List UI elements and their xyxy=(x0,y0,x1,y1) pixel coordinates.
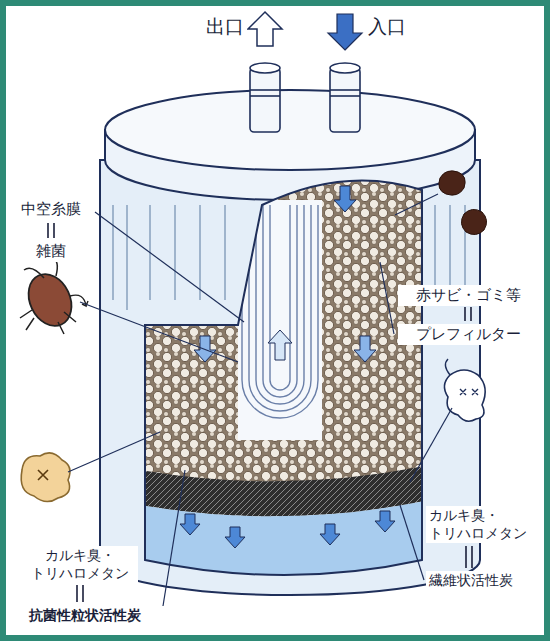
body-ribs xyxy=(126,205,128,310)
water-arrows xyxy=(354,336,376,362)
nozzles xyxy=(250,68,280,132)
water-arrows xyxy=(375,511,395,532)
cutaway-interior xyxy=(249,205,311,411)
body-ribs xyxy=(224,205,226,300)
water-arrows xyxy=(225,527,245,548)
cutaway-edge xyxy=(145,180,422,575)
odor-icon-right xyxy=(444,359,485,421)
body-ribs xyxy=(112,205,114,300)
cartridge-body xyxy=(105,90,475,170)
contaminant-label: カルキ臭・ トリハロメタン xyxy=(22,546,138,583)
flow-arrows-top xyxy=(248,12,362,50)
odor-icon-right xyxy=(445,359,450,375)
contaminant-label: カルキ臭・ トリハロメタン xyxy=(426,506,540,543)
equals-marks xyxy=(47,223,49,238)
nozzles xyxy=(250,63,360,132)
cutaway-interior xyxy=(242,205,318,418)
leader-lines xyxy=(395,194,438,215)
water-arrows xyxy=(180,186,395,548)
part-label: 中空糸膜 xyxy=(12,199,90,220)
part-label: 抗菌性粒状活性炭 xyxy=(10,606,160,626)
nozzles xyxy=(330,63,360,73)
water-arrows xyxy=(268,330,292,360)
odor-icon-left xyxy=(21,453,70,502)
body-ribs xyxy=(174,205,176,300)
leader-lines xyxy=(163,470,185,606)
contaminant-label: 雑菌 xyxy=(12,241,90,262)
cutaway-interior xyxy=(140,160,430,610)
odor-icon-right xyxy=(444,370,485,421)
cutaway-interior xyxy=(238,200,322,440)
nozzles xyxy=(250,89,280,91)
leader-lines xyxy=(68,194,452,606)
cutaway-interior xyxy=(140,160,430,610)
leader-lines xyxy=(80,302,238,362)
equals-marks xyxy=(470,307,472,321)
rust-icons xyxy=(461,209,486,234)
cutaway-interior xyxy=(256,205,304,404)
frame xyxy=(3,3,547,638)
leader-lines xyxy=(410,408,452,482)
equals-marks xyxy=(464,307,466,321)
odor-icon-left xyxy=(21,453,70,502)
equals-marks xyxy=(471,546,473,568)
bacteria-icon xyxy=(20,258,88,334)
odor-icon-right xyxy=(460,389,478,395)
port-label: 入口 xyxy=(365,14,409,40)
leader-lines xyxy=(95,212,244,322)
part-label: 繊維状活性炭 xyxy=(426,571,540,591)
flow-arrows-top xyxy=(328,14,362,50)
nozzles xyxy=(330,95,360,97)
equals-marks xyxy=(82,585,84,602)
body-ribs xyxy=(449,205,451,290)
leader-lines xyxy=(380,262,394,334)
water-arrows xyxy=(180,514,200,535)
equals-marks xyxy=(76,585,78,602)
odor-icon-left xyxy=(38,470,48,480)
nozzles xyxy=(250,63,280,73)
leader-lines xyxy=(400,505,424,580)
nozzles xyxy=(330,89,360,91)
leader-lines xyxy=(68,432,160,472)
nozzles xyxy=(250,95,280,97)
equals-marks xyxy=(53,223,55,238)
equals-marks xyxy=(465,546,467,568)
cutaway-interior xyxy=(263,205,297,397)
cutaway-edge xyxy=(145,180,422,575)
bacteria-icon xyxy=(20,267,79,333)
frame xyxy=(3,3,547,638)
flow-arrows-top xyxy=(248,12,282,46)
part-label: プレフィルター xyxy=(398,324,538,345)
rust-icons xyxy=(439,171,487,235)
body-ribs xyxy=(199,205,201,300)
port-label: 出口 xyxy=(203,14,247,40)
rust-icons xyxy=(439,171,465,195)
cutaway-interior xyxy=(242,205,318,418)
contaminant-label: 赤サビ・ゴミ等 xyxy=(398,285,538,306)
cutaway-interior xyxy=(270,205,290,390)
bacteria-icon xyxy=(20,310,76,334)
cutaway-interior xyxy=(140,500,430,610)
water-arrows xyxy=(320,524,340,545)
nozzles xyxy=(330,68,360,132)
water-arrows xyxy=(334,186,356,212)
body-ribs xyxy=(434,205,436,290)
